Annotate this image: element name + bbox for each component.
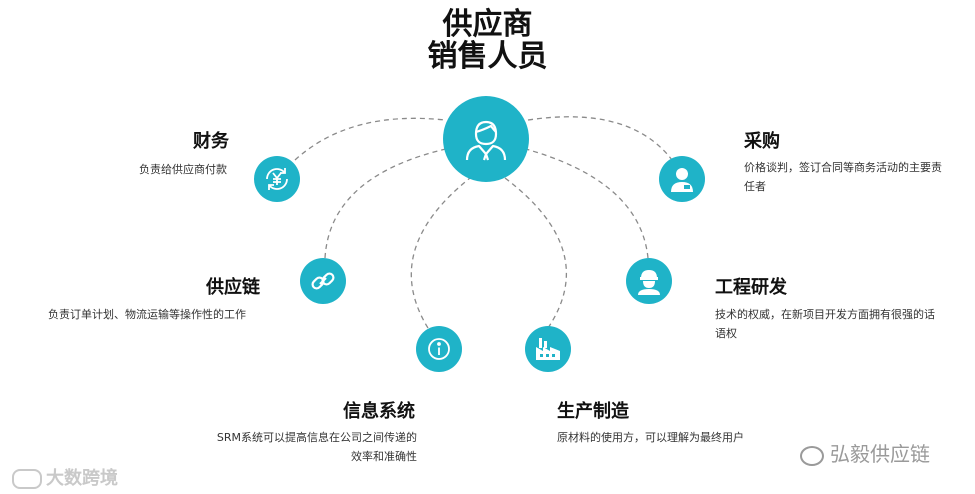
diagram-title-line2: 销售人员 xyxy=(427,39,548,74)
currency-exchange-icon xyxy=(266,168,288,190)
diagram-title-line1: 供应商 xyxy=(442,7,533,42)
supply-chain-title: 供应链 xyxy=(206,277,260,298)
manufacturing-title: 生产制造 xyxy=(557,401,629,422)
factory-icon xyxy=(536,338,560,360)
watermark-left-logo-icon xyxy=(12,469,42,489)
purchasing-node xyxy=(659,156,705,202)
connector-purchasing xyxy=(527,116,673,161)
connector-engineering xyxy=(521,147,649,259)
watermark-left: 大数跨境 xyxy=(12,464,118,490)
watermark-right-text: 弘毅供应链 xyxy=(830,442,930,466)
engineering-node xyxy=(626,258,672,304)
hub-salesperson xyxy=(443,96,529,182)
info-icon xyxy=(428,338,450,360)
connector-info-system xyxy=(410,177,471,329)
finance-desc: 负责给供应商付款 xyxy=(139,163,227,176)
info-system-desc: SRM系统可以提高信息在公司之间传递的 效率和准确性 xyxy=(205,428,417,466)
info-system-desc-line1: SRM系统可以提高信息在公司之间传递的 xyxy=(216,431,417,444)
watermark-right: 弘毅供应链 xyxy=(800,438,930,467)
buyer-person-icon xyxy=(671,168,693,192)
connector-supply-chain xyxy=(324,147,451,259)
engineer-helmet-icon xyxy=(638,270,660,295)
info-system-title: 信息系统 xyxy=(343,401,415,422)
connector-finance xyxy=(294,117,446,161)
chain-link-icon xyxy=(311,272,335,290)
supply-chain-desc: 负责订单计划、物流运输等操作性的工作 xyxy=(48,308,246,321)
purchasing-desc: 价格谈判，签订合同等商务活动的主要责任者 xyxy=(744,161,942,193)
wechat-icon xyxy=(800,445,824,466)
info-system-node xyxy=(416,326,462,372)
finance-title: 财务 xyxy=(193,131,229,152)
supply-chain-node xyxy=(300,258,346,304)
finance-node xyxy=(254,156,300,202)
engineering-desc: 技术的权威，在新项目开发方面拥有很强的话语权 xyxy=(715,308,935,340)
manufacturing-node xyxy=(525,326,571,372)
salesperson-icon xyxy=(465,120,507,161)
manufacturing-desc: 原材料的使用方，可以理解为最终用户 xyxy=(557,431,744,444)
engineering-title: 工程研发 xyxy=(715,277,787,298)
connector-manufacturing xyxy=(504,177,568,329)
watermark-left-text: 大数跨境 xyxy=(46,468,118,489)
info-system-desc-line2: 效率和准确性 xyxy=(351,450,417,463)
purchasing-title: 采购 xyxy=(744,131,780,152)
